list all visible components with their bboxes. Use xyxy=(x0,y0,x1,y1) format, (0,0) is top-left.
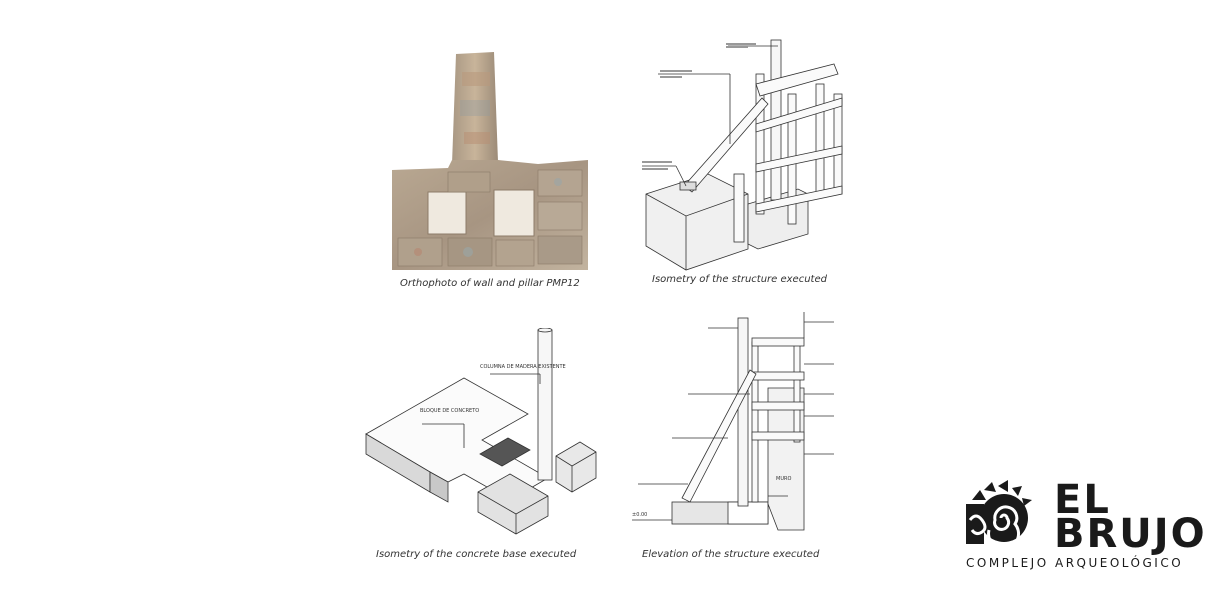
label-block: BLOQUE DE CONCRETO xyxy=(420,408,479,414)
orthophoto-image xyxy=(392,52,588,270)
isometry-structure-drawing xyxy=(642,39,843,271)
caption-isometry-base: Isometry of the concrete base executed xyxy=(376,549,577,560)
isometry-structure-figure xyxy=(638,34,848,272)
isometry-base-drawing: BLOQUE DE CONCRETO COLUMNA DE MADERA EXI… xyxy=(365,327,597,535)
caption-elevation: Elevation of the structure executed xyxy=(642,549,820,560)
svg-text:±0.00: ±0.00 xyxy=(632,512,647,518)
sun-spiral-icon xyxy=(966,480,1032,548)
elevation-figure: ±0.00 MURO xyxy=(628,298,858,534)
logo-subtitle: COMPLEJO ARQUEOLÓGICO xyxy=(966,556,1184,570)
logo-line2: BRUJO xyxy=(1054,511,1207,557)
orthophoto-figure xyxy=(388,52,590,272)
elevation-drawing: ±0.00 MURO xyxy=(632,312,834,531)
label-wall: MURO xyxy=(776,476,791,482)
logo-line1: EL xyxy=(1054,477,1111,523)
isometry-base-figure: BLOQUE DE CONCRETO COLUMNA DE MADERA EXI… xyxy=(360,327,600,540)
el-brujo-logo: EL BRUJO COMPLEJO ARQUEOLÓGICO xyxy=(962,477,1205,574)
caption-isometry-structure: Isometry of the structure executed xyxy=(652,274,827,285)
label-column: COLUMNA DE MADERA EXISTENTE xyxy=(480,364,566,370)
caption-orthophoto: Orthophoto of wall and pillar PMP12 xyxy=(400,278,580,289)
